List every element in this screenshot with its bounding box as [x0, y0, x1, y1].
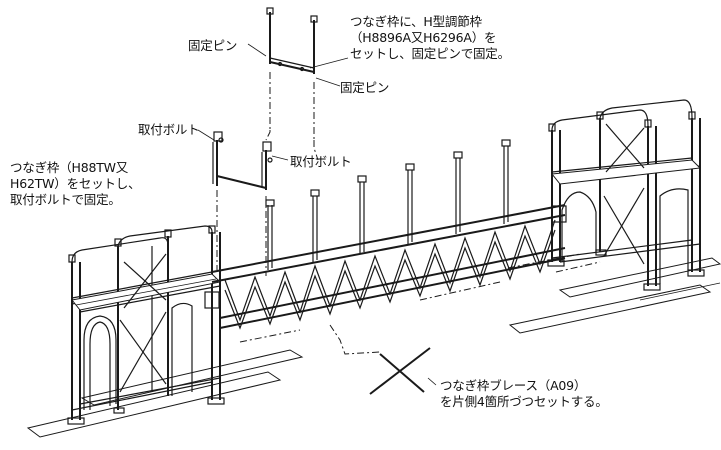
- brace-note-line-1: つなぎ枠ブレース（A09）: [440, 378, 587, 393]
- loose-brace: [369, 347, 431, 395]
- label-brace-note: つなぎ枠ブレース（A09） を片側4箇所づつセットする。: [440, 378, 608, 410]
- plank-left-front: [26, 371, 282, 438]
- exploded-h-frame: [266, 7, 318, 74]
- label-fix-pin-right: 固定ピン: [340, 80, 390, 95]
- h-frames-row: [265, 139, 511, 270]
- connect-frame-note-line-3: 取付ボルトで固定。: [10, 192, 121, 207]
- connecting-truss: [204, 204, 567, 330]
- right-tower: [547, 99, 705, 291]
- label-fix-pin-top: 固定ピン: [188, 38, 238, 53]
- h-frame-note-line-2: （H8896A又H6296A）を: [350, 30, 497, 45]
- connect-frame-note-line-2: H62TW）をセットし、: [10, 176, 141, 191]
- plank-right-back: [558, 257, 721, 298]
- ground-line-right: [639, 282, 721, 301]
- plank-right-front: [508, 284, 712, 334]
- h-frame-note-line-1: つなぎ枠に、H型調節枠: [350, 14, 482, 29]
- brace-note-line-2: を片側4箇所づつセットする。: [440, 394, 608, 409]
- label-connect-frame-note: つなぎ枠（H88TW又 H62TW）をセットし、 取付ボルトで固定。: [10, 160, 141, 208]
- label-h-frame-note: つなぎ枠に、H型調節枠 （H8896A又H6296A）を セットし、固定ピンで固…: [350, 14, 510, 62]
- ground-planks: [26, 257, 721, 438]
- leader-lines: [197, 43, 437, 386]
- left-tower: [67, 225, 225, 425]
- connect-frame-note-line-1: つなぎ枠（H88TW又: [10, 160, 129, 175]
- label-mount-bolt-left: 取付ボルト: [138, 122, 200, 137]
- assembly-guides: [216, 72, 601, 355]
- exploded-connect-frames: [212, 131, 273, 190]
- h-frame-note-line-3: セットし、固定ピンで固定。: [350, 46, 510, 61]
- label-mount-bolt-right: 取付ボルト: [290, 154, 352, 169]
